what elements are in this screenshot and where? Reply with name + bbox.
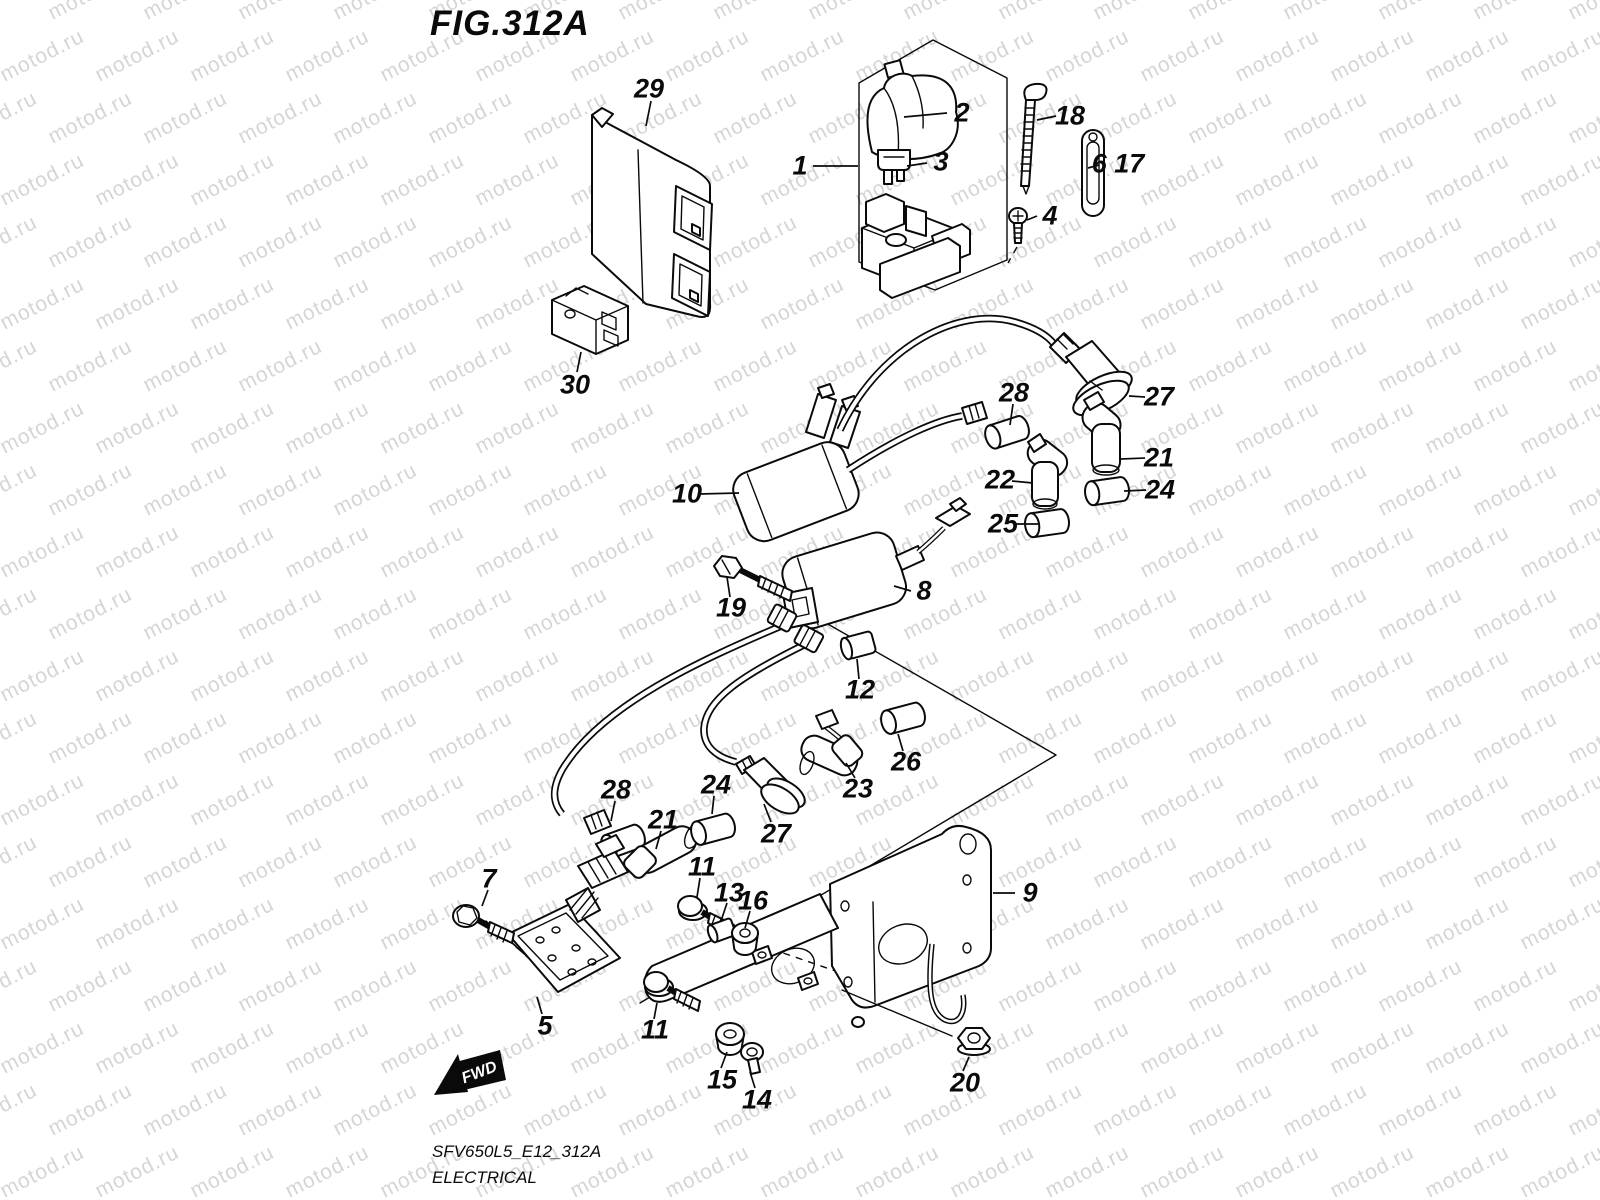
nipple-28-upper-drawing <box>961 401 1033 452</box>
grommet-15-drawing <box>715 1022 745 1056</box>
plug-cap-23-drawing <box>799 709 864 777</box>
leader-line-19 <box>726 576 731 598</box>
bushing-24-upper-drawing <box>1082 475 1132 508</box>
leader-line-21 <box>1120 457 1146 460</box>
bushing-26-drawing <box>877 699 929 737</box>
leader-line-14 <box>749 1071 756 1089</box>
bushing-25-drawing <box>1022 507 1072 540</box>
leader-line-15 <box>720 1051 728 1069</box>
leader-lines <box>481 100 1147 1089</box>
nipple-28-lower-drawing <box>583 809 649 862</box>
leader-line-20 <box>962 1056 970 1072</box>
leader-line-22 <box>1011 480 1034 484</box>
band-6-17-drawing <box>1081 129 1105 217</box>
figure-title: FIG.312A <box>430 4 590 43</box>
leader-line-26 <box>897 733 904 752</box>
leader-line-24 <box>1123 489 1147 492</box>
grommet-16-drawing <box>731 922 759 956</box>
leader-line-29 <box>645 100 652 127</box>
nut-20-drawing <box>957 1027 991 1056</box>
leader-line-23 <box>845 762 856 779</box>
high-tension-cords-upper <box>836 314 1057 474</box>
leader-line-4 <box>1026 215 1038 221</box>
leader-line-27 <box>1128 395 1146 398</box>
leader-line-16 <box>744 910 751 929</box>
footer-model-code: SFV650L5_E12_312A <box>432 1142 602 1161</box>
plug-cap-27-lower-drawing <box>735 755 806 815</box>
connector-30-drawing <box>551 285 629 355</box>
screw-14-drawing <box>740 1042 764 1075</box>
screw-4-drawing <box>1008 207 1028 244</box>
leader-line-11 <box>653 1002 658 1020</box>
leader-line-7 <box>481 889 489 907</box>
leader-line-6-17 <box>1087 164 1100 169</box>
spacer-12-drawing <box>839 630 877 661</box>
leader-line-5 <box>536 996 543 1015</box>
leader-line-13 <box>720 902 728 922</box>
ignition-coil-1-drawing <box>732 383 861 543</box>
high-tension-cords-lower <box>550 620 812 817</box>
leader-line-30 <box>576 351 582 373</box>
bolt-11-lower-drawing <box>643 971 701 1012</box>
bolt-19-drawing <box>713 555 793 602</box>
leader-line-10 <box>698 492 740 495</box>
leader-line-2 <box>903 112 948 118</box>
leader-line-28 <box>610 800 616 822</box>
cable-tie-18-drawing <box>1020 82 1048 195</box>
regulator-drawing <box>485 834 629 993</box>
leader-line-27 <box>763 803 772 823</box>
leader-line-21 <box>655 830 662 850</box>
plug-cap-22-drawing <box>1026 433 1069 510</box>
leader-line-8 <box>893 585 912 592</box>
ignition-coil-2-drawing <box>766 497 971 654</box>
relay-assembly-drawing <box>858 39 1008 299</box>
leader-line-18 <box>1036 115 1057 121</box>
leader-line-28 <box>1009 403 1014 426</box>
spacer-13-drawing <box>706 917 737 944</box>
bushing-24-lower-drawing <box>687 810 739 848</box>
footer-section-name: ELECTRICAL <box>432 1168 537 1187</box>
leader-line-3 <box>906 162 928 167</box>
fwd-arrow: FWD <box>434 1050 506 1095</box>
leader-line-12 <box>856 658 860 680</box>
leader-line-24 <box>711 795 715 815</box>
ecu-drawing <box>591 107 713 318</box>
plug-cap-21-upper-drawing <box>1081 391 1122 476</box>
leader-line-11 <box>696 877 701 898</box>
bolt-7-drawing <box>452 904 515 944</box>
